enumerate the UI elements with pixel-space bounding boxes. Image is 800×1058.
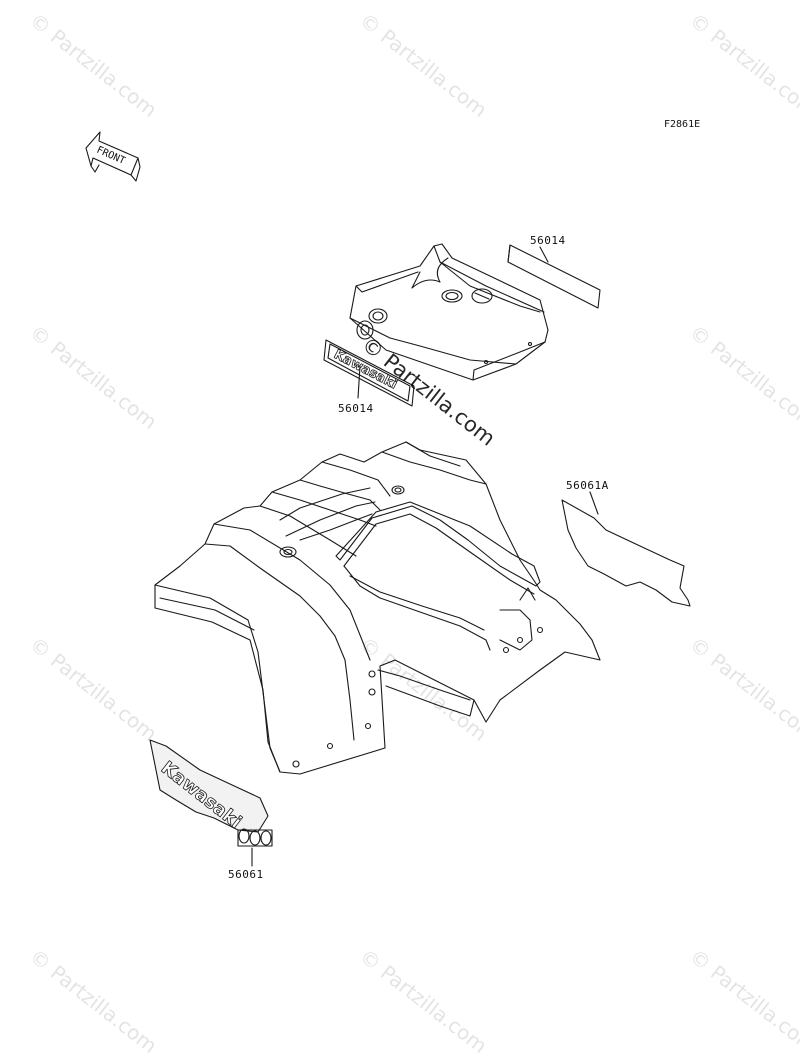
callout-fender-decal: 56061 — [228, 868, 264, 881]
front-arrow-icon: FRONT — [85, 131, 141, 182]
diagram-code: F2861E — [664, 119, 701, 130]
callout-top-panel-decal: 56014 — [530, 234, 566, 247]
rear-fender-part — [154, 441, 601, 775]
callout-leader — [539, 246, 549, 263]
callout-side-decal: 56061A — [566, 479, 609, 492]
callout-brand-decal: 56014 — [338, 402, 374, 415]
callout-leader — [357, 365, 361, 399]
side-decal-part — [561, 499, 691, 607]
top-decal-part — [507, 244, 601, 309]
fender-decal-part: Kawasaki — [149, 739, 273, 847]
callout-leader — [589, 491, 599, 515]
top-panel-part — [349, 243, 549, 381]
